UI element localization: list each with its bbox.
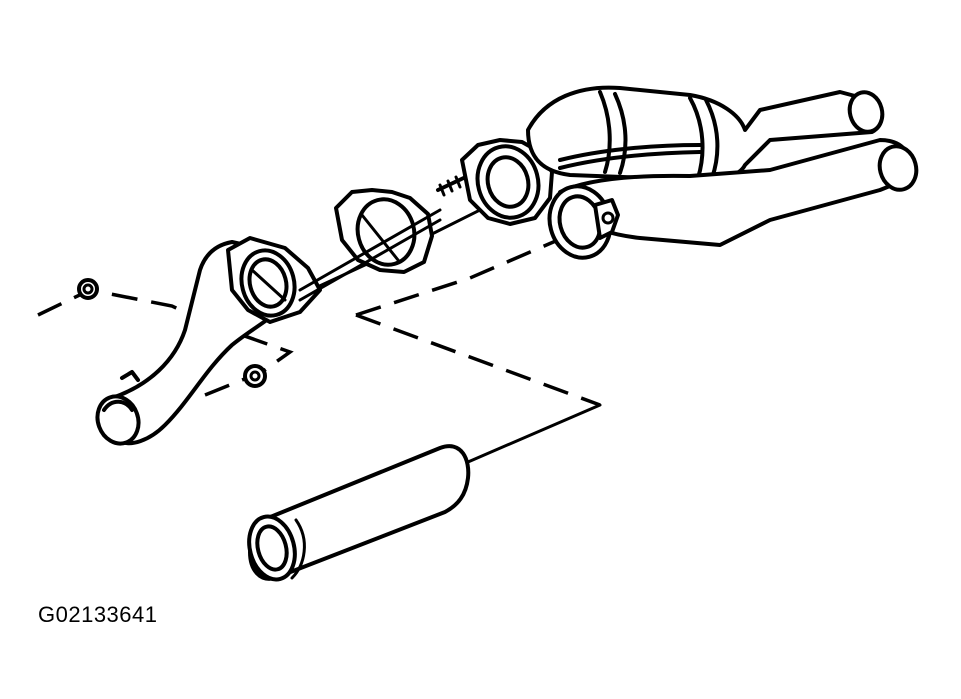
tail-pipe-muffler [247, 444, 471, 582]
catalytic-converter [526, 85, 919, 247]
catalytic-converter-flange [460, 138, 554, 226]
flange-nut-lower [243, 364, 267, 388]
front-flange-gasket [334, 188, 434, 274]
flange-nut-left [77, 278, 99, 300]
figure-id-label: G02133641 [38, 602, 158, 627]
front-exhaust-pipe [95, 236, 322, 446]
outlet-clamp [547, 184, 620, 260]
